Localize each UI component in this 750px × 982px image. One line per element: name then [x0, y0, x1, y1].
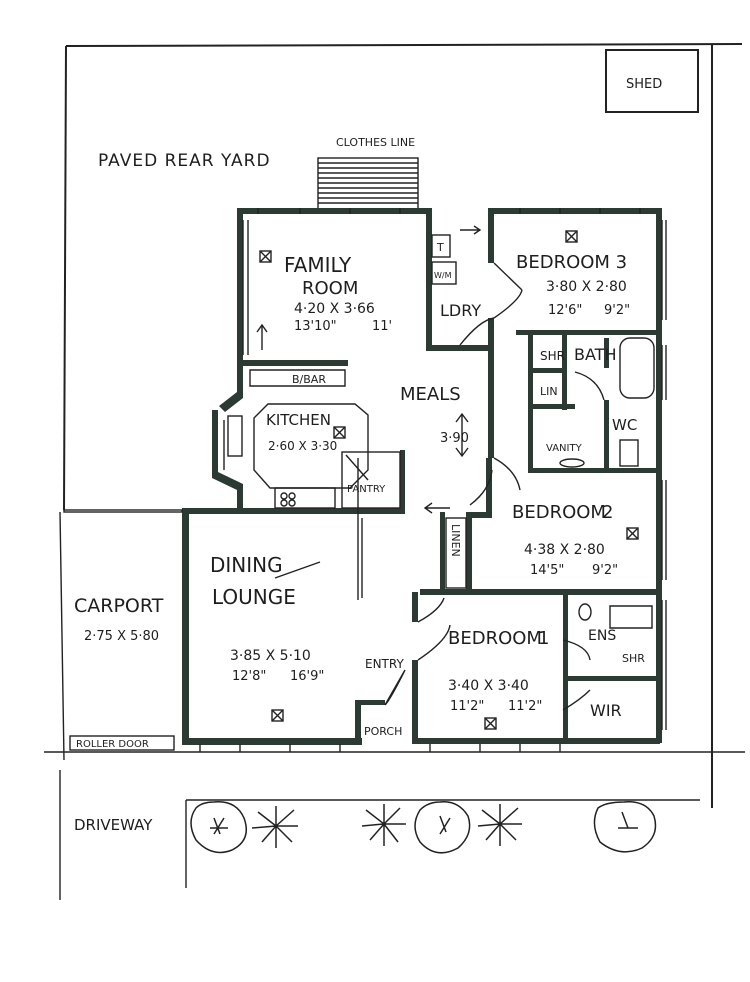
svg-text:2·75 X 5·80: 2·75 X 5·80: [84, 629, 159, 644]
lounge-name: LOUNGE: [212, 585, 296, 609]
family-room-name-2: ROOM: [302, 278, 358, 299]
svg-text:11'2": 11'2": [508, 699, 542, 714]
room-entry: ENTRY PORCH: [364, 657, 404, 738]
svg-text:3·80 X 2·80: 3·80 X 2·80: [546, 279, 627, 295]
svg-text:B/BAR: B/BAR: [292, 373, 326, 386]
room-bedroom3: BEDROOM 3 3·80 X 2·80 12'6" 9'2": [516, 252, 630, 318]
shrub-icon: [477, 804, 522, 846]
light-icon: [626, 527, 639, 540]
svg-text:PANTRY: PANTRY: [347, 484, 386, 495]
svg-text:LIN: LIN: [540, 385, 558, 398]
svg-text:3·90: 3·90: [440, 431, 469, 446]
shed-label: SHED: [626, 77, 662, 92]
room-linen: LINEN: [445, 517, 467, 589]
svg-text:SHR: SHR: [540, 349, 565, 363]
linen-label: LINEN: [449, 524, 462, 557]
room-bedroom1: BEDROOM 1 3·40 X 3·40 11'2" 11'2": [448, 628, 549, 714]
entry-label: ENTRY: [365, 657, 404, 671]
room-meals: MEALS 3·90: [400, 384, 469, 446]
room-ensuite: ENS SHR: [578, 603, 653, 665]
clothes-line: CLOTHES LINE: [317, 136, 419, 211]
carport-label: CARPORT: [74, 595, 164, 617]
tree-icon: [190, 801, 247, 854]
light-icon: [259, 250, 272, 263]
svg-text:2·60 X 3·30: 2·60 X 3·30: [268, 439, 337, 453]
driveway-label: DRIVEWAY: [74, 816, 153, 834]
svg-text:VANITY: VANITY: [546, 443, 583, 454]
tub-icon: [431, 234, 451, 258]
svg-text:16'9": 16'9": [290, 669, 324, 684]
dining-name: DINING: [210, 553, 283, 577]
svg-text:13'10": 13'10": [294, 319, 337, 334]
bedroom2-name-2: 2: [602, 502, 613, 523]
walls: [63, 208, 662, 745]
washer-icon: [431, 261, 457, 285]
shrub-icon: [251, 806, 298, 848]
svg-text:WC: WC: [612, 416, 637, 434]
svg-text:SHR: SHR: [622, 652, 645, 665]
svg-text:3·85 X 5·10: 3·85 X 5·10: [230, 648, 311, 664]
shrub-icon: [361, 804, 406, 846]
kitchen-details: B/BAR KITCHEN 2·60 X 3·30 PANTRY: [227, 369, 469, 509]
paved-rear-yard-label: PAVED REAR YARD: [98, 151, 271, 171]
light-icon: [333, 426, 346, 439]
wc-icon: [619, 439, 639, 467]
room-wir: WIR: [590, 701, 622, 720]
svg-text:12'6": 12'6": [548, 303, 582, 318]
bathtub-icon: [619, 337, 655, 399]
kitchen-label: KITCHEN: [266, 411, 331, 429]
room-dining-lounge: DINING LOUNGE 3·85 X 5·10 12'8" 16'9": [210, 553, 324, 684]
wir-label: WIR: [590, 701, 622, 720]
light-icon: [271, 709, 284, 722]
svg-text:14'5": 14'5": [530, 563, 564, 578]
svg-text:T: T: [436, 241, 444, 254]
room-bedroom2: BEDROOM 2 4·38 X 2·80 14'5" 9'2": [423, 502, 618, 578]
svg-text:4·38 X 2·80: 4·38 X 2·80: [524, 542, 605, 558]
bedroom1-name-1: BEDROOM: [448, 628, 542, 649]
laundry-fixtures: T W/M LDRY: [431, 225, 481, 320]
bedroom2-name-1: BEDROOM: [512, 502, 606, 523]
svg-text:9'2": 9'2": [604, 303, 630, 318]
roller-door-label: ROLLER DOOR: [76, 739, 149, 750]
svg-text:9'2": 9'2": [592, 563, 618, 578]
windows: [199, 208, 667, 752]
svg-text:12'8": 12'8": [232, 669, 266, 684]
tree-icon: [414, 801, 471, 854]
svg-text:BATH: BATH: [574, 345, 616, 364]
meals-name: MEALS: [400, 384, 461, 405]
clothes-line-label: CLOTHES LINE: [336, 136, 415, 149]
room-family: FAMILY ROOM 4·20 X 3·66 13'10" 11': [256, 253, 392, 350]
bedroom1-name-2: 1: [538, 628, 549, 649]
porch-label: PORCH: [364, 725, 402, 738]
light-icon: [565, 230, 578, 243]
basin-icon: [559, 458, 585, 468]
ensuite-label: ENS: [588, 628, 616, 644]
svg-text:11': 11': [372, 319, 392, 334]
svg-text:4·20 X 3·66: 4·20 X 3·66: [294, 301, 375, 317]
carport: CARPORT 2·75 X 5·80 ROLLER DOOR: [69, 595, 175, 751]
laundry-label: LDRY: [440, 301, 481, 320]
bedroom3-name: BEDROOM 3: [516, 252, 627, 273]
landscaping: [190, 801, 657, 854]
svg-text:W/M: W/M: [434, 271, 452, 280]
svg-text:11'2": 11'2": [450, 699, 484, 714]
bath-fixtures: SHR BATH LIN WC VANITY: [540, 337, 655, 468]
svg-text:3·40 X 3·40: 3·40 X 3·40: [448, 678, 529, 694]
light-markers: [259, 230, 639, 730]
family-room-name-1: FAMILY: [284, 253, 352, 277]
doors: [345, 262, 605, 711]
shed: SHED: [605, 49, 699, 113]
driveway: DRIVEWAY: [74, 799, 700, 888]
light-icon: [484, 717, 497, 730]
tree-icon: [593, 801, 657, 853]
site-boundary: [44, 43, 745, 900]
